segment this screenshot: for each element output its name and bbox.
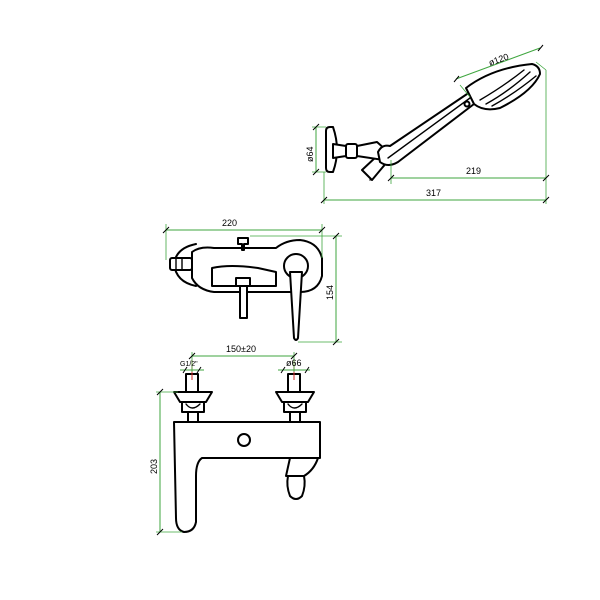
spout-front <box>285 457 319 477</box>
nut-right <box>283 401 307 413</box>
connector-stem-left <box>187 411 199 423</box>
dim-inlet-thread: G1/2" <box>180 361 198 368</box>
wall-bracket-neck <box>332 143 347 159</box>
cover-flange-left <box>173 391 213 403</box>
mixer-lever <box>289 271 303 341</box>
wall-bracket-knuckle <box>345 143 358 159</box>
mixer-side-view: 220 154 <box>162 218 342 346</box>
hand-shower-view: ø120 ø64 219 317 <box>305 44 550 204</box>
cover-flange-right <box>275 391 315 403</box>
dim-spout-height: 203 <box>149 459 159 474</box>
mixer-front-view: 150±20 G1/2" ø66 203 <box>149 344 321 536</box>
dim-overall-length: 317 <box>426 188 441 198</box>
dim-flange-diameter: ø66 <box>286 358 302 368</box>
dim-bracket-diameter: ø64 <box>305 146 315 162</box>
spout-down-pipe <box>235 277 251 287</box>
spout-side <box>211 265 277 287</box>
connector-stem-right <box>289 411 301 423</box>
shower-outlet-nozzle <box>169 257 193 271</box>
dim-bracket-to-head: 219 <box>466 166 481 176</box>
mixer-body-front <box>173 421 321 533</box>
dim-body-height: 154 <box>325 285 335 300</box>
shower-head-face <box>479 69 537 107</box>
spout-aerator <box>286 475 306 500</box>
hand-shower-handle-line <box>387 97 471 159</box>
nut-left <box>181 401 205 413</box>
shower-head-button <box>463 100 471 108</box>
diverter-hole <box>237 433 251 447</box>
dim-body-width: 220 <box>222 218 237 228</box>
dim-inlet-distance: 150±20 <box>226 344 256 354</box>
dim-head-diameter: ø120 <box>487 51 510 67</box>
diverter-knob <box>237 237 249 251</box>
spout-down-pipe-long <box>239 285 248 319</box>
